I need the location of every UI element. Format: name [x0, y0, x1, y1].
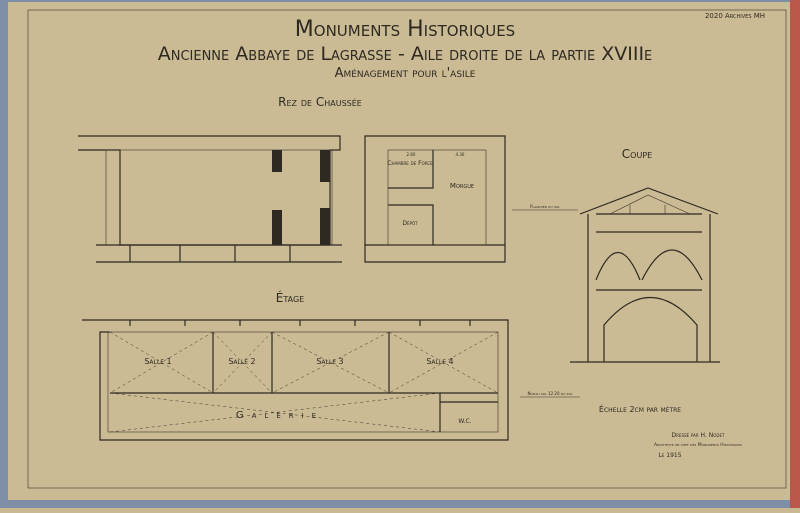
note-floor: Plancher du sol	[530, 204, 560, 209]
scale-note: Échelle 2cm par mètre	[599, 403, 681, 414]
room-salle-3: Salle 3	[316, 357, 343, 366]
upper-floor-plan: Salle 1 Salle 2 Salle 3 Salle 4 Galerie …	[82, 319, 509, 441]
signature-line3: Le 1915	[658, 452, 681, 459]
signature-line1: Dressé par H. Nodet	[672, 432, 725, 439]
dimension-2: 4.30	[456, 152, 465, 157]
room-salle-4: Salle 4	[426, 357, 453, 366]
room-salle-2: Salle 2	[228, 357, 255, 366]
room-chambre-de-force: Chambre de Force	[387, 160, 433, 167]
border-frame	[27, 9, 787, 489]
right-edge-strip	[790, 0, 800, 508]
title-line2: Ancienne Abbaye de Lagrasse - Aile droit…	[158, 43, 653, 65]
cross-section: Plancher du sol Niveau sol 12.20 du sol	[512, 187, 720, 398]
title-line1: Monuments Historiques	[295, 17, 515, 42]
paper	[8, 2, 792, 500]
room-morgue: Morgue	[450, 182, 474, 190]
room-galerie: Galerie	[236, 410, 324, 421]
ground-floor-plan: Chambre de Force Morgue Dépôt 2.60 4.30	[78, 135, 506, 263]
title-line3: Aménagement pour l'asile	[335, 66, 476, 81]
ground-floor-label: Rez de Chaussée	[278, 95, 362, 109]
section-label: Coupe	[622, 147, 652, 161]
note-ground-level: Niveau sol 12.20 du sol	[528, 391, 573, 396]
archive-stamp: 2020 Archives MH	[705, 12, 765, 20]
upper-floor-label: Étage	[276, 290, 304, 305]
room-salle-1: Salle 1	[144, 357, 171, 366]
room-depot: Dépôt	[402, 220, 418, 227]
signature-line2: Architecte en chef des Monuments Histori…	[654, 442, 742, 448]
room-wc: W.C.	[458, 418, 471, 425]
dimension-1: 2.60	[407, 152, 416, 157]
